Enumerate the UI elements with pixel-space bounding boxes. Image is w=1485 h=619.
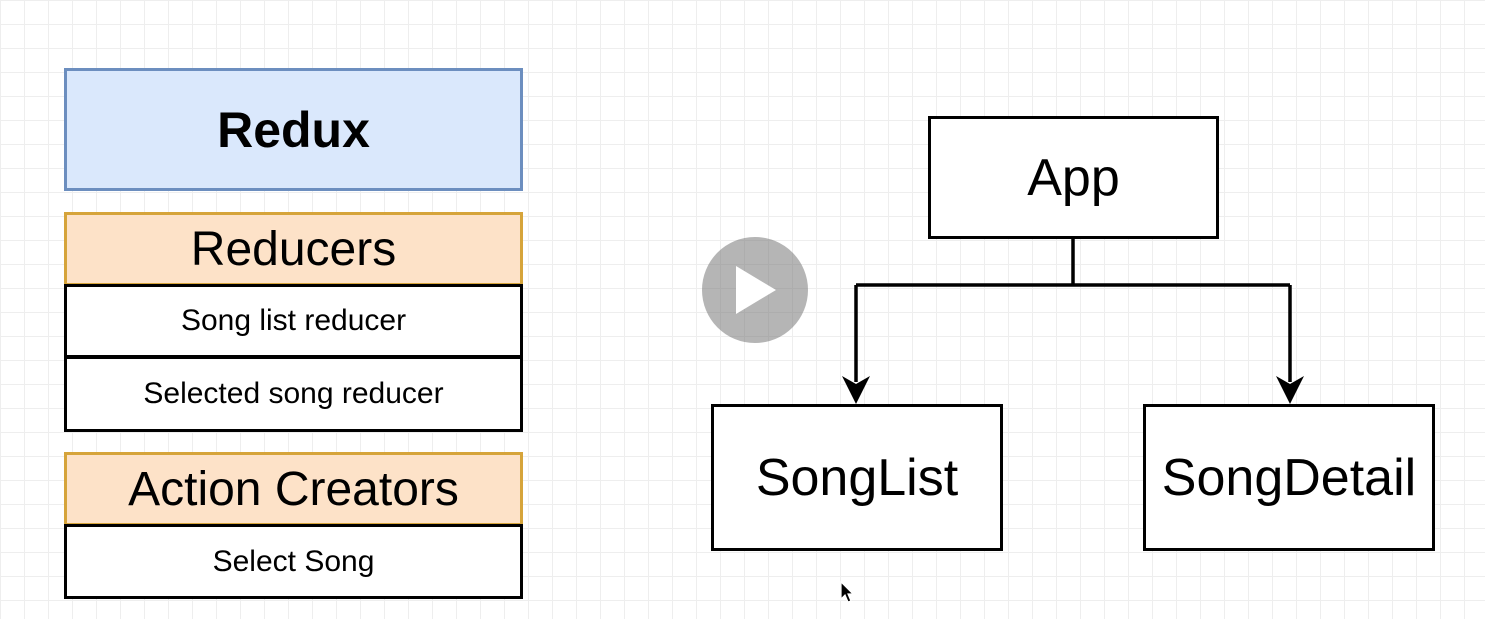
arrowhead-songlist	[842, 376, 870, 404]
reducer-item-label: Song list reducer	[180, 304, 407, 337]
action-creators-header: Action Creators	[128, 462, 459, 516]
songdetail-node: SongDetail	[1143, 404, 1435, 551]
reducer-item-song-list: Song list reducer	[64, 284, 523, 358]
reducer-item-selected-song: Selected song reducer	[64, 356, 523, 432]
reducer-item-label: Selected song reducer	[143, 377, 444, 410]
redux-title-box: Redux	[64, 68, 523, 191]
songlist-node: SongList	[711, 404, 1003, 551]
arrowhead-songdetail	[1276, 376, 1304, 404]
connector-lines	[854, 239, 1292, 382]
mouse-cursor-icon	[840, 581, 855, 603]
app-node: App	[928, 116, 1219, 239]
app-node-label: App	[1027, 148, 1120, 207]
action-creator-item-select-song: Select Song	[64, 524, 523, 599]
play-button[interactable]	[702, 237, 808, 343]
action-creators-header-box: Action Creators	[64, 452, 523, 526]
redux-title: Redux	[217, 101, 370, 158]
action-creator-item-label: Select Song	[212, 544, 375, 578]
play-icon	[736, 266, 776, 314]
reducers-header: Reducers	[190, 222, 397, 276]
songdetail-node-label: SongDetail	[1161, 448, 1417, 507]
reducers-header-box: Reducers	[64, 212, 523, 286]
songlist-node-label: SongList	[755, 448, 959, 507]
